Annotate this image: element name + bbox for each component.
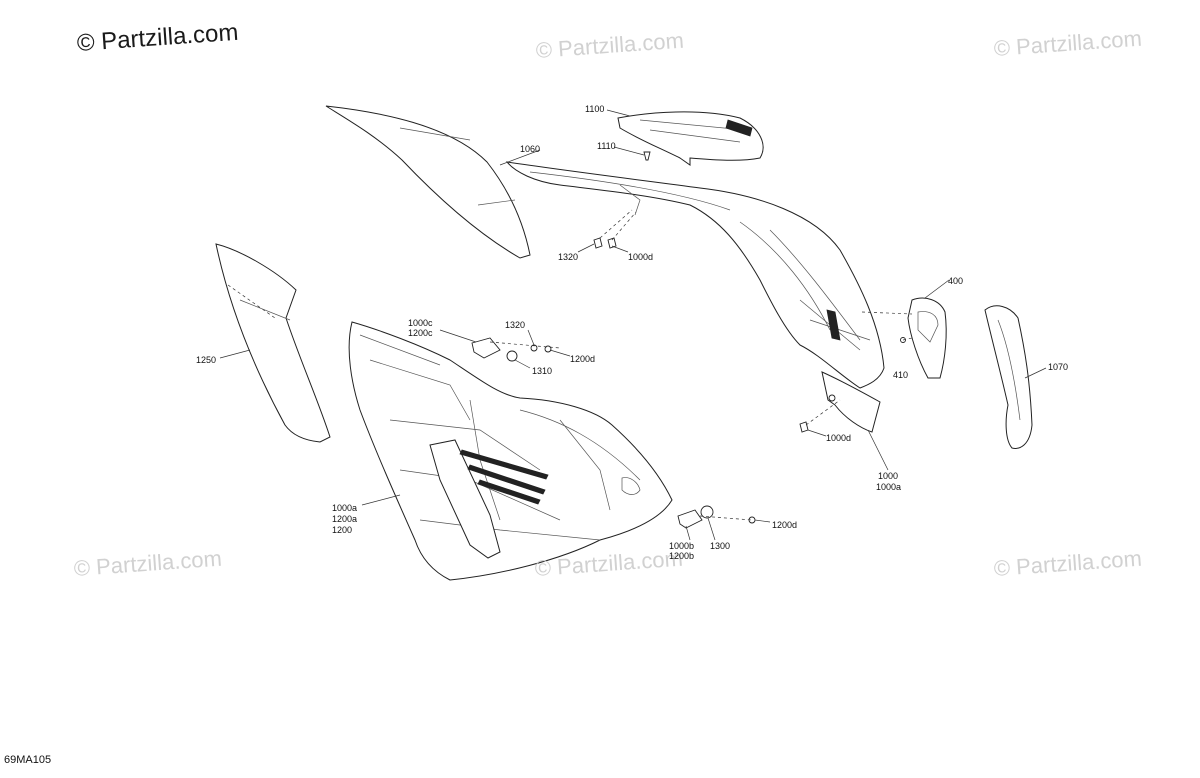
callout-1310: 1310 xyxy=(532,366,553,376)
screw-1000d-top xyxy=(607,237,617,249)
callout-1320-top: 1320 xyxy=(558,252,579,262)
callout-1110: 1110 xyxy=(597,141,616,151)
callout-1000c: 1000c xyxy=(408,318,433,328)
callout-1200b: 1200b xyxy=(669,551,695,561)
callout-1000a-right: 1000a xyxy=(876,482,902,492)
callout-1100: 1100 xyxy=(585,104,605,114)
part-1250-panel xyxy=(215,243,331,443)
part-400-cover xyxy=(907,297,947,379)
callout-1200a-left: 1200a xyxy=(332,514,358,524)
callout-1000a-left: 1000a xyxy=(332,503,358,513)
part-1100-bracket xyxy=(617,111,764,166)
callout-1070: 1070 xyxy=(1048,362,1069,372)
part-1000a-lower xyxy=(821,371,881,433)
part-1000-fairing xyxy=(505,161,885,389)
nut-1310 xyxy=(506,350,518,362)
callout-1000: 1000 xyxy=(878,471,899,481)
callout-1200d-mid: 1200d xyxy=(570,354,596,364)
callout-1300: 1300 xyxy=(710,541,731,551)
part-1060-panel xyxy=(325,105,531,259)
callout-1060: 1060 xyxy=(520,144,541,154)
screw-1000d-right xyxy=(799,421,809,433)
callout-1200c: 1200c xyxy=(408,328,433,338)
leader-lines xyxy=(219,109,1047,541)
callout-1000d-right: 1000d xyxy=(826,433,852,443)
callout-1320-mid: 1320 xyxy=(505,320,526,330)
callout-400: 400 xyxy=(948,276,964,286)
part-1110-screw xyxy=(643,151,651,161)
part-1070-trim xyxy=(984,305,1033,449)
callout-1000b: 1000b xyxy=(669,541,695,551)
nut-1300 xyxy=(700,505,714,519)
clip-1000b xyxy=(677,509,703,529)
callout-1250: 1250 xyxy=(196,355,217,365)
callout-1200d-low: 1200d xyxy=(772,520,798,530)
callout-1200-left: 1200 xyxy=(332,525,353,535)
part-1000a-side-fairing xyxy=(348,321,673,581)
drawing-code: 69MA105 xyxy=(4,754,52,766)
nut-1200d-mid xyxy=(544,345,552,353)
clip-1000c xyxy=(471,337,501,359)
screw-1320-top xyxy=(593,237,603,249)
callout-410: 410 xyxy=(893,370,909,380)
callout-1000d-top: 1000d xyxy=(628,252,654,262)
